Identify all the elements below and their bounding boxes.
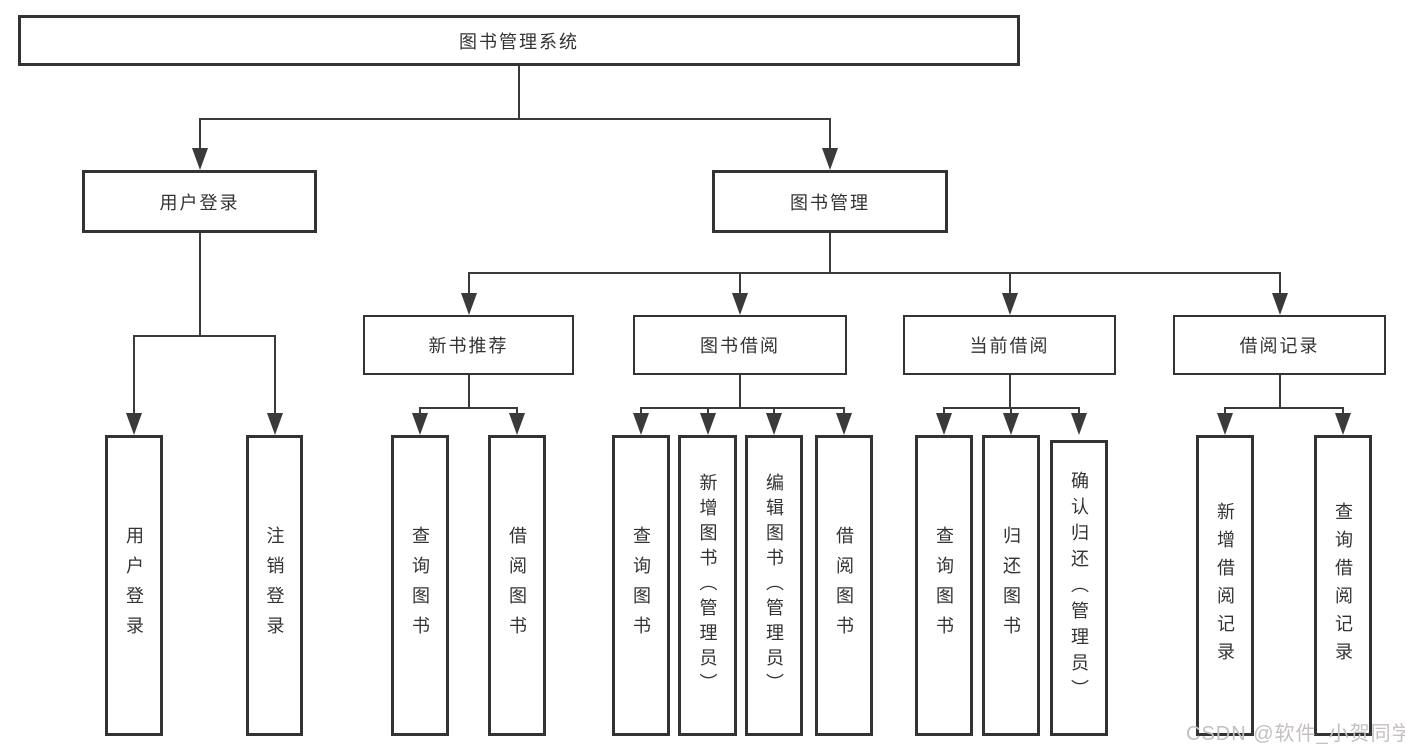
- leaf-confirm-return: 确认归还（管理员）: [1050, 440, 1108, 736]
- connector-book-borrow-drop-4: [843, 407, 845, 415]
- leaf-query-book-2-label: 查询图书: [631, 525, 651, 646]
- node-root: 图书管理系统: [18, 15, 1020, 66]
- arrow-down-icon: [700, 413, 716, 435]
- arrow-down-icon: [1003, 413, 1019, 435]
- arrow-down-icon: [936, 413, 952, 435]
- connector-new-book-rec-drop-1: [419, 407, 421, 415]
- node-book-mgmt: 图书管理: [712, 170, 948, 233]
- leaf-borrow-book-1: 借阅图书: [488, 435, 546, 736]
- connector-book-mgmt-drop-4: [1279, 272, 1281, 295]
- leaf-query-record: 查询借阅记录: [1314, 435, 1372, 736]
- node-user-login-label: 用户登录: [159, 192, 240, 213]
- leaf-query-book-3: 查询图书: [915, 435, 973, 736]
- connector-book-mgmt-drop-2: [739, 272, 741, 295]
- connector-book-borrow-drop-3: [773, 407, 775, 415]
- connector-borrow-records-bus: [1224, 407, 1344, 409]
- csdn-watermark: CSDN @软件_小贺同学: [1186, 723, 1405, 745]
- connector-book-mgmt-drop-3: [1009, 272, 1011, 295]
- node-book-borrow: 图书借阅: [633, 315, 847, 375]
- leaf-add-record-label: 新增借阅记录: [1215, 501, 1235, 670]
- connector-book-mgmt-drop-1: [468, 272, 470, 295]
- arrow-down-icon: [766, 413, 782, 435]
- node-root-label: 图书管理系统: [459, 31, 579, 52]
- node-book-borrow-label: 图书借阅: [700, 336, 780, 356]
- connector-user-login-drop-2: [274, 335, 276, 415]
- node-user-login: 用户登录: [82, 170, 317, 233]
- connector-book-borrow-drop-2: [707, 407, 709, 415]
- connector-new-book-rec-stem: [468, 375, 470, 407]
- connector-user-login-drop-1: [133, 335, 135, 415]
- connector-new-book-rec-drop-2: [516, 407, 518, 415]
- leaf-borrow-book-2-label: 借阅图书: [834, 525, 854, 646]
- connector-book-mgmt-stem: [829, 233, 831, 272]
- leaf-return-book: 归还图书: [982, 435, 1040, 736]
- leaf-add-record: 新增借阅记录: [1196, 435, 1254, 736]
- leaf-query-book-1-label: 查询图书: [410, 525, 430, 646]
- connector-user-login-bus: [133, 335, 276, 337]
- leaf-logout: 注销登录: [246, 435, 303, 736]
- connector-root-drop-left: [199, 118, 201, 150]
- connector-current-borrow-drop-2: [1010, 407, 1012, 415]
- connector-book-mgmt-bus: [468, 272, 1281, 274]
- connector-borrow-records-drop-1: [1224, 407, 1226, 415]
- arrow-down-icon: [836, 413, 852, 435]
- arrow-down-icon: [1335, 413, 1351, 435]
- connector-borrow-records-drop-2: [1342, 407, 1344, 415]
- connector-book-borrow-bus: [640, 407, 845, 409]
- arrow-down-icon: [126, 413, 142, 435]
- leaf-add-book: 新增图书（管理员）: [678, 435, 737, 736]
- arrow-down-icon: [822, 148, 838, 170]
- connector-current-borrow-stem: [1009, 375, 1011, 407]
- leaf-query-book-1: 查询图书: [391, 435, 449, 736]
- leaf-user-login-label: 用户登录: [124, 525, 144, 646]
- arrow-down-icon: [509, 413, 525, 435]
- node-borrow-records: 借阅记录: [1173, 315, 1386, 375]
- arrow-down-icon: [267, 413, 283, 435]
- connector-borrow-records-stem: [1279, 375, 1281, 407]
- arrow-down-icon: [1071, 413, 1087, 435]
- leaf-add-book-label: 新增图书（管理员）: [697, 473, 718, 698]
- leaf-edit-book-label: 编辑图书（管理员）: [764, 473, 784, 698]
- connector-root-bus: [199, 118, 831, 120]
- arrow-down-icon: [633, 413, 649, 435]
- leaf-borrow-book-1-label: 借阅图书: [507, 525, 527, 646]
- arrow-down-icon: [1272, 293, 1288, 315]
- leaf-query-book-3-label: 查询图书: [934, 525, 954, 646]
- node-borrow-records-label: 借阅记录: [1239, 336, 1320, 356]
- connector-new-book-rec-bus: [419, 407, 518, 409]
- leaf-edit-book: 编辑图书（管理员）: [745, 435, 803, 736]
- arrow-down-icon: [192, 148, 208, 170]
- connector-current-borrow-drop-1: [943, 407, 945, 415]
- node-new-book-rec-label: 新书推荐: [428, 336, 509, 356]
- arrow-down-icon: [1217, 413, 1233, 435]
- arrow-down-icon: [461, 293, 477, 315]
- connector-root-stem: [518, 66, 520, 118]
- connector-book-borrow-drop-1: [640, 407, 642, 415]
- connector-book-borrow-stem: [739, 375, 741, 407]
- leaf-confirm-return-label: 确认归还（管理员）: [1069, 471, 1089, 705]
- connector-root-drop-right: [829, 118, 831, 150]
- leaf-user-login: 用户登录: [105, 435, 163, 736]
- leaf-logout-label: 注销登录: [264, 525, 285, 646]
- leaf-return-book-label: 归还图书: [1001, 525, 1021, 646]
- leaf-query-record-label: 查询借阅记录: [1333, 501, 1353, 670]
- arrow-down-icon: [732, 293, 748, 315]
- node-current-borrow-label: 当前借阅: [969, 336, 1050, 356]
- node-current-borrow: 当前借阅: [903, 315, 1116, 375]
- arrow-down-icon: [412, 413, 428, 435]
- node-book-mgmt-label: 图书管理: [790, 192, 870, 213]
- leaf-query-book-2: 查询图书: [612, 435, 670, 736]
- connector-current-borrow-drop-3: [1078, 407, 1080, 415]
- leaf-borrow-book-2: 借阅图书: [815, 435, 873, 736]
- node-new-book-rec: 新书推荐: [363, 315, 574, 375]
- arrow-down-icon: [1002, 293, 1018, 315]
- connector-user-login-stem: [199, 233, 201, 335]
